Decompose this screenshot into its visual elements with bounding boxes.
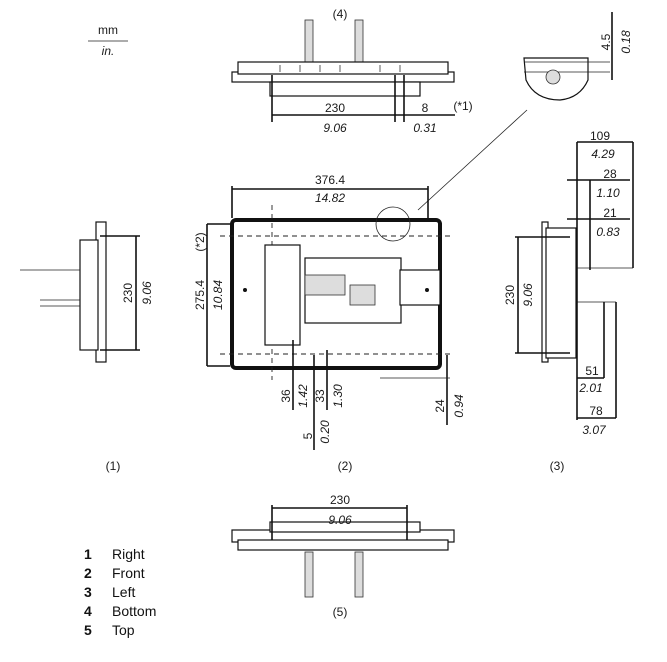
front-d2-mm: 33 bbox=[313, 389, 327, 403]
legend-label: Right bbox=[112, 546, 145, 562]
front-d1-mm: 36 bbox=[279, 389, 293, 403]
bottom-view: (4) 230 9.06 8 0.31 (*1) bbox=[231, 7, 473, 135]
left-depth3-in: 0.83 bbox=[596, 225, 620, 239]
legend-number: 4 bbox=[84, 603, 92, 619]
left-height-mm: 230 bbox=[503, 285, 517, 305]
left-depth4-in: 2.01 bbox=[578, 381, 602, 395]
front-height-in: 10.84 bbox=[211, 280, 225, 310]
top-view-label: (5) bbox=[333, 605, 348, 619]
front-height-note: (*2) bbox=[193, 232, 207, 251]
unit-in: in. bbox=[102, 44, 115, 58]
left-height-in: 9.06 bbox=[521, 283, 535, 307]
bottom-view-label: (4) bbox=[333, 7, 348, 21]
left-depth5-mm: 78 bbox=[589, 404, 603, 418]
legend-number: 1 bbox=[84, 546, 92, 562]
front-d4-in: 0.94 bbox=[452, 394, 466, 418]
left-depth1-in: 4.29 bbox=[591, 147, 615, 161]
front-d3-in: 0.20 bbox=[318, 420, 332, 444]
detail-thickness-mm: 4.5 bbox=[599, 33, 613, 50]
legend-item: 1 Right bbox=[84, 546, 145, 562]
top-width-mm: 230 bbox=[330, 493, 350, 507]
legend-label: Top bbox=[112, 622, 135, 638]
front-d1-in: 1.42 bbox=[296, 384, 310, 408]
front-view: 376.4 14.82 275.4 (*2) 10.84 36 1.42 33 … bbox=[193, 173, 466, 473]
right-height-in: 9.06 bbox=[140, 281, 154, 305]
front-height-mm: 275.4 bbox=[193, 280, 207, 310]
bottom-note: (*1) bbox=[453, 99, 472, 113]
bottom-offset-in: 0.31 bbox=[413, 121, 436, 135]
left-depth4-mm: 51 bbox=[585, 364, 599, 378]
legend-item: 3 Left bbox=[84, 584, 135, 600]
front-width-in: 14.82 bbox=[315, 191, 345, 205]
left-depth5-in: 3.07 bbox=[582, 423, 607, 437]
legend-item: 2 Front bbox=[84, 565, 145, 581]
front-d2-in: 1.30 bbox=[331, 384, 345, 408]
bottom-width-in: 9.06 bbox=[323, 121, 347, 135]
right-view-label: (1) bbox=[106, 459, 121, 473]
legend-label: Bottom bbox=[112, 603, 157, 619]
left-view-label: (3) bbox=[550, 459, 565, 473]
units-key: mm in. bbox=[88, 23, 128, 58]
legend-item: 4 Bottom bbox=[84, 603, 156, 619]
legend-item: 5 Top bbox=[84, 622, 135, 638]
left-depth1-mm: 109 bbox=[590, 129, 610, 143]
legend-number: 2 bbox=[84, 565, 92, 581]
right-height-mm: 230 bbox=[121, 283, 135, 303]
left-view: 230 9.06 109 4.29 28 1.10 21 0.83 51 2.0… bbox=[503, 129, 634, 473]
right-view: 230 9.06 (1) bbox=[20, 221, 154, 473]
top-width-in: 9.06 bbox=[328, 513, 352, 527]
front-view-label: (2) bbox=[338, 459, 353, 473]
left-depth2-mm: 28 bbox=[603, 167, 617, 181]
front-width-mm: 376.4 bbox=[315, 173, 345, 187]
top-view: 230 9.06 (5) bbox=[231, 493, 455, 619]
legend-label: Front bbox=[112, 565, 145, 581]
bottom-offset-mm: 8 bbox=[422, 101, 429, 115]
front-d4-mm: 24 bbox=[433, 399, 447, 413]
legend-number: 5 bbox=[84, 622, 92, 638]
legend-label: Left bbox=[112, 584, 136, 600]
unit-mm: mm bbox=[98, 23, 118, 37]
bottom-width-mm: 230 bbox=[325, 101, 345, 115]
detail-thickness-in: 0.18 bbox=[619, 30, 633, 54]
left-depth3-mm: 21 bbox=[603, 206, 617, 220]
legend-number: 3 bbox=[84, 584, 92, 600]
front-d3-mm: 5 bbox=[301, 432, 315, 439]
left-depth2-in: 1.10 bbox=[596, 186, 620, 200]
detail-view: 4.5 0.18 bbox=[417, 12, 633, 211]
